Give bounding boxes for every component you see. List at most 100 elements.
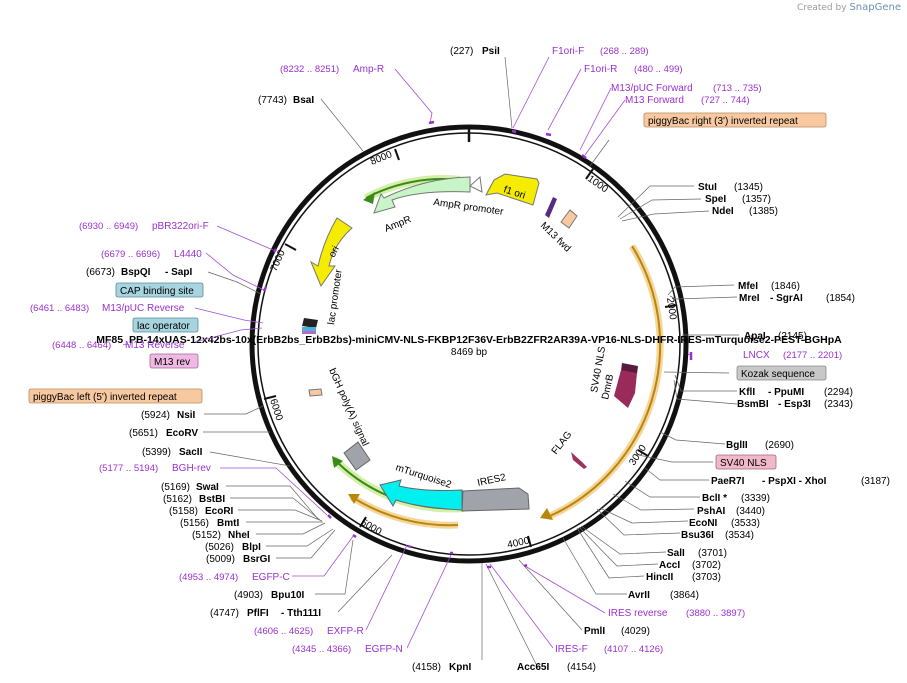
primer-bgh-rev-range: (5177 .. 5194) (99, 463, 158, 474)
primer-f1ori-f-range: (268 .. 289) (600, 46, 649, 57)
lac-operator-label[interactable]: lac operator (137, 321, 190, 332)
site-sapi[interactable]: - SapI (165, 267, 192, 278)
site-nsii[interactable]: NsiI (177, 410, 196, 421)
site-econi[interactable]: EcoNI (689, 518, 718, 529)
site-ndei[interactable]: NdeI (712, 206, 734, 217)
site-bsu36i[interactable]: Bsu36I (681, 530, 714, 541)
site-pspxi-xhoi[interactable]: - PspXI - XhoI (762, 476, 827, 487)
site-sacii[interactable]: SacII (179, 447, 203, 458)
flag-arrow (571, 452, 587, 469)
sv40-nls-boxed-label[interactable]: SV40 NLS (720, 458, 767, 469)
primer-egfp-n[interactable]: EGFP-N (365, 644, 403, 655)
piggybac-right-arrowhead (540, 508, 553, 520)
site-pos-bglii: (2690) (765, 440, 794, 451)
site-bglii[interactable]: BglII (726, 440, 748, 451)
primer-m13-puc-forward[interactable]: M13/pUC Forward (611, 83, 693, 94)
primer-pbr322ori-f[interactable]: pBR322ori-F (152, 221, 209, 232)
site-kfli[interactable]: KflI (739, 387, 755, 398)
site-pmli[interactable]: PmlI (584, 626, 605, 637)
piggybac-left-arrow (351, 496, 459, 527)
site-mrei[interactable]: MreI (739, 293, 760, 304)
site-pflfi[interactable]: PflFI (247, 608, 269, 619)
site-pshai[interactable]: PshAI (697, 506, 726, 517)
site-blpi[interactable]: BlpI (242, 542, 261, 553)
primer-ires-f[interactable]: IRES-F (555, 644, 588, 655)
snapgene-credit: Created by SnapGene (797, 2, 901, 13)
site-sali[interactable]: SalI (667, 548, 685, 559)
site-avrii[interactable]: AvrII (628, 590, 650, 601)
ampr-arrow (373, 176, 471, 214)
primer-m13-puc-reverse[interactable]: M13/pUC Reverse (102, 303, 185, 314)
primer-m13-reverse-range: (6448 .. 6464) (52, 340, 111, 351)
kozak-sequence-box (736, 365, 827, 381)
site-pos-bsu36i: (3534) (725, 530, 754, 541)
cap-binding-site-label[interactable]: CAP binding site (120, 286, 194, 297)
site-bmti[interactable]: BmtI (217, 518, 239, 529)
primer-exfp-r[interactable]: EXFP-R (327, 626, 364, 637)
m13-rev-label[interactable]: M13 rev (154, 357, 190, 368)
ori-arrow (309, 217, 353, 288)
site-sgrai[interactable]: - SgrAI (770, 293, 803, 304)
primer-m13-reverse[interactable]: M13 Reverse (125, 340, 185, 351)
site-kpni[interactable]: KpnI (449, 662, 471, 673)
site-pos-blpi: (5026) (205, 542, 234, 553)
site-ecori[interactable]: EcoRI (205, 506, 234, 517)
site-pos-acci: (3702) (692, 560, 721, 571)
lac-operator-box (302, 327, 316, 331)
dmrb-arrow (614, 370, 637, 408)
site-paer7i[interactable]: PaeR7I (711, 476, 745, 487)
site-pos-ndei: (1385) (749, 206, 778, 217)
flag-label: FLAG (550, 429, 575, 457)
site-pos-spei: (1357) (742, 194, 771, 205)
primer-l4440-range: (6679 .. 6696) (101, 249, 160, 260)
site-mfei[interactable]: MfeI (738, 281, 758, 292)
site-bcli[interactable]: BclI * (702, 493, 727, 504)
primer-lncx[interactable]: LNCX (743, 350, 770, 361)
primer-amp-r[interactable]: Amp-R (353, 64, 384, 75)
primer-lncx-range: (2177 .. 2201) (783, 350, 842, 361)
primer-f1ori-r-range: (480 .. 499) (634, 64, 683, 75)
primer-bgh-rev[interactable]: BGH-rev (172, 463, 211, 474)
plasmid-name: MF85_PB-14xUAS-12x42bs-10x(ErbB2bs_ErbB2… (96, 334, 842, 346)
site-pos-sacii: (5399) (142, 447, 171, 458)
site-bpu10i[interactable]: Bpu10I (271, 590, 305, 601)
site-pos-bmti: (5156) (180, 518, 209, 529)
site-tth111i[interactable]: - Tth111I (281, 608, 321, 619)
ires2-label: IRES2 (476, 472, 507, 489)
piggybac-left-arrowhead (348, 494, 360, 504)
site-acci[interactable]: AccI (659, 560, 680, 571)
site-pos-bspqi: (6673) (86, 267, 115, 278)
site-pos-pflfi: (4747) (210, 608, 239, 619)
site-psii[interactable]: PsiI (482, 46, 500, 57)
site-acc65i[interactable]: Acc65I (517, 662, 549, 673)
site-esp3i[interactable]: - Esp3I (778, 399, 811, 410)
site-pos-kfli: (2294) (824, 387, 853, 398)
ampr-label: AmpR (383, 214, 413, 235)
primer-egfp-c[interactable]: EGFP-C (252, 572, 290, 583)
site-swai[interactable]: SwaI (196, 482, 219, 493)
site-ppumi[interactable]: - PpuMI (768, 387, 804, 398)
site-ecorv[interactable]: EcoRV (166, 428, 198, 439)
piggybac-right-label[interactable]: piggyBac right (3') inverted repeat (648, 116, 798, 127)
ampr-promoter-label: AmpR promoter (433, 197, 505, 218)
site-apai[interactable]: ApaI (744, 331, 766, 342)
primer-l4440[interactable]: L4440 (174, 249, 202, 260)
site-bspqi[interactable]: BspQI (121, 267, 151, 278)
credit-prefix: Created by (797, 3, 847, 13)
site-spei[interactable]: SpeI (705, 194, 726, 205)
site-bsai[interactable]: BsaI (293, 95, 314, 106)
piggybac-right-label-box (643, 112, 827, 128)
site-hincii[interactable]: HincII (646, 572, 673, 583)
primer-ires-reverse[interactable]: IRES reverse (608, 608, 668, 619)
piggybac-left-label[interactable]: piggyBac left (5') inverted repeat (33, 392, 177, 403)
primer-f1ori-f[interactable]: F1ori-F (552, 46, 584, 57)
site-nhei[interactable]: NheI (228, 530, 250, 541)
kozak-sequence-label[interactable]: Kozak sequence (741, 369, 815, 380)
site-stui[interactable]: StuI (698, 182, 717, 193)
site-bsmbi[interactable]: BsmBI (737, 399, 769, 410)
primer-m13-forward[interactable]: M13 Forward (625, 95, 684, 106)
primer-f1ori-r[interactable]: F1ori-R (584, 64, 617, 75)
primer-ires-f-range: (4107 .. 4126) (604, 644, 663, 655)
site-bstbi[interactable]: BstBI (199, 494, 225, 505)
site-bsrgi[interactable]: BsrGI (243, 554, 270, 565)
